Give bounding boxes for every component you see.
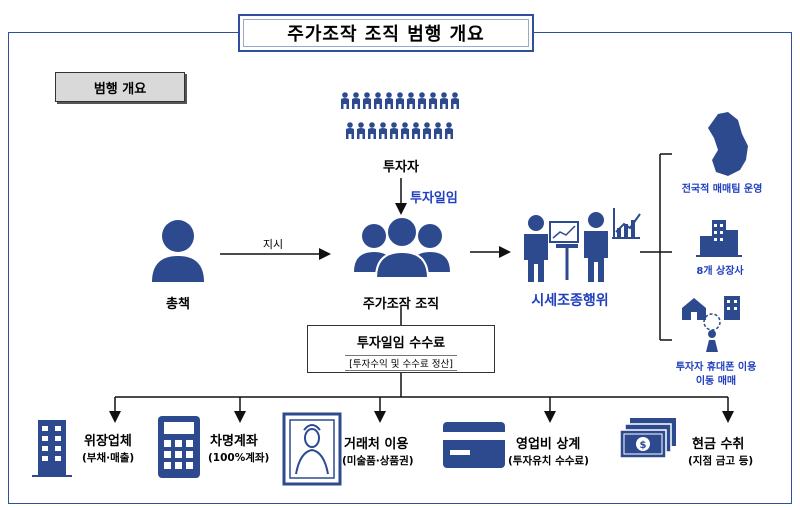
category-3-name: 거래처 이용 [344, 437, 409, 452]
category-3-sub: (미술품·상품권) [342, 455, 414, 467]
building-icon [32, 420, 72, 477]
painting-icon [282, 412, 342, 486]
category-1-name: 위장업체 [84, 434, 132, 449]
investment-delegation-label: 투자일임 [410, 191, 458, 206]
mobile-trading-icon [682, 296, 740, 352]
right-item-2-label: 8개 상장사 [696, 266, 744, 277]
investors-crowd-icon [341, 92, 459, 139]
boss-person-icon [152, 220, 204, 282]
svg-text:$: $ [640, 440, 647, 451]
investors-label: 투자자 [383, 160, 419, 175]
title-box: 주가조작 조직 범행 개요 [238, 14, 534, 52]
right-item-3-label-line2: 이동 매매 [695, 376, 737, 387]
category-2-sub: (100%계좌) [208, 452, 270, 464]
fee-title: 투자일임 수수료 [356, 336, 446, 351]
cash-icon: $ [619, 418, 676, 459]
category-4-name: 영업비 상계 [516, 437, 581, 452]
organization-label: 주가조작 조직 [362, 297, 440, 312]
category-4-sub: (투자유치 수수료) [508, 455, 589, 467]
boss-label: 총책 [166, 297, 190, 312]
right-item-1-label: 전국적 매매팀 운영 [681, 184, 763, 195]
organization-group-icon [354, 216, 450, 279]
category-5-name: 현금 수취 [692, 437, 745, 452]
stock-presentation-icon [524, 208, 641, 282]
fee-box: 투자일임 수수료 [투자수익 및 수수료 정산] [307, 325, 495, 373]
right-item-3-label-line1: 투자자 휴대폰 이용 [675, 362, 757, 373]
category-2-name: 차명계좌 [210, 434, 258, 449]
credit-card-icon [443, 422, 505, 468]
category-5-sub: (지점 금고 등) [688, 455, 754, 467]
fee-subtitle: [투자수익 및 수수료 정산] [345, 355, 457, 371]
buildings-icon [696, 220, 742, 257]
instruction-label: 지시 [262, 238, 284, 251]
category-1-sub: (부채·매출) [82, 452, 135, 464]
manipulation-label: 시세조종행위 [531, 293, 609, 309]
overview-badge: 범행 개요 [55, 72, 185, 102]
diagram-title: 주가조작 조직 범행 개요 [243, 19, 529, 47]
korea-map-icon [708, 112, 748, 176]
calculator-icon [158, 416, 200, 478]
right-bracket [640, 153, 672, 341]
